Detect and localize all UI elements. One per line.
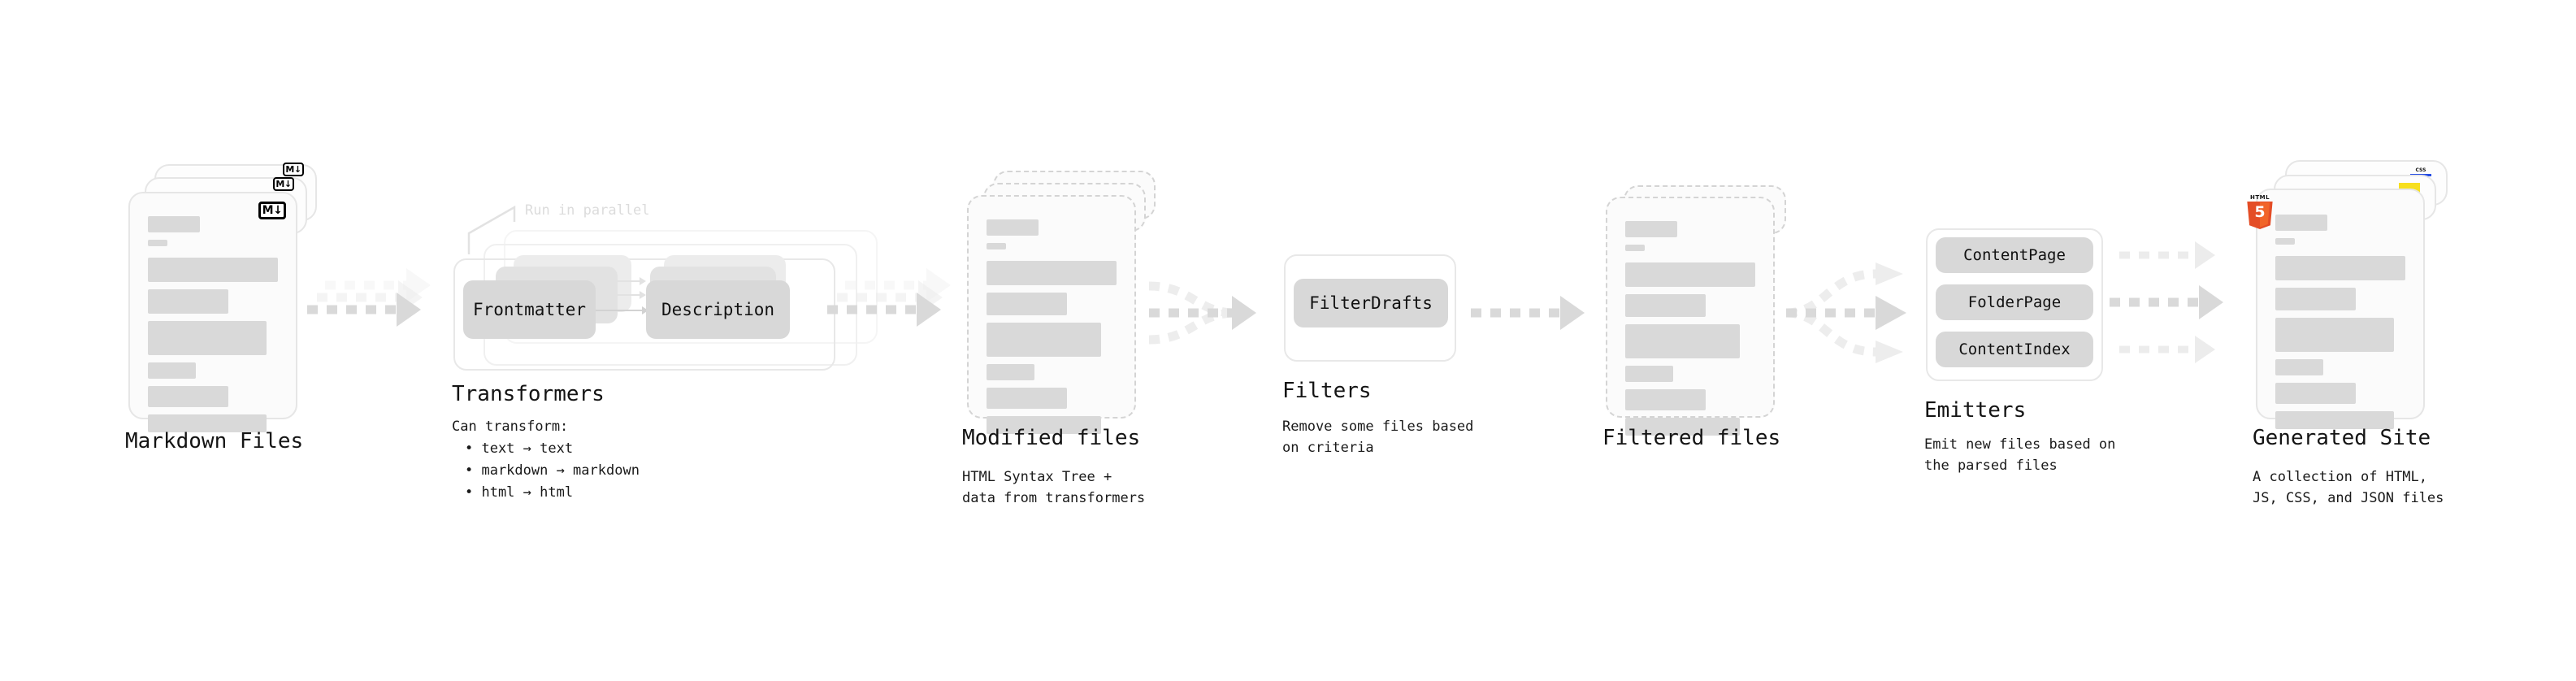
flow-arrow-4 [1471,296,1585,330]
content-bar [2275,288,2357,310]
flow-arrow-5-fan [1785,262,1906,363]
generated-site-card-html: HTML 5 [2247,189,2425,429]
content-bar [1625,389,1706,410]
filtered-files-title: Filtered files [1602,426,1781,450]
pill-folderpage[interactable]: FolderPage [1936,284,2093,320]
run-in-parallel-bracket [467,205,516,254]
generated-site-caption: A collection of HTML, JS, CSS, and JSON … [2253,469,2444,507]
emitters-group [1926,228,2103,381]
content-bar [148,414,267,432]
transformers-group [453,258,835,371]
content-bar [987,364,1035,380]
pill-frontmatter[interactable]: Frontmatter [463,280,596,339]
modified-file-content-bars [987,219,1117,441]
filtered-file-card-front [1606,197,1775,436]
flow-arrow-3 [1227,296,1256,330]
html5-wordmark: HTML [2249,194,2270,201]
content-bar [1625,418,1740,436]
flow-arrow-1 [307,293,421,327]
flow-arrow-6-mid [2110,285,2223,319]
filtered-file-content-bars [1625,221,1755,443]
content-bar [987,323,1101,357]
content-bar [148,362,197,379]
pill-description[interactable]: Description [646,280,790,339]
transformer-link-arrow-layer2 [597,290,646,300]
markdown-files-title: Markdown Files [125,429,304,453]
content-bar [2275,411,2394,429]
markdown-file-content-bars [148,216,278,440]
content-bar [2275,359,2324,375]
transformer-link-arrow-layer3 [597,276,646,286]
run-in-parallel-note: Run in parallel [525,202,650,219]
html5-shield-inner [2260,202,2270,228]
filters-title: Filters [1282,379,1372,403]
emitters-title: Emitters [1924,398,2027,423]
content-bar [2275,318,2394,352]
modified-file-card-front [967,195,1136,434]
transformers-bullet-3: • html → html [465,484,574,501]
html5-digit: 5 [2254,203,2266,221]
markdown-file-card-front: M↓ [128,192,297,432]
content-bar [148,240,167,246]
content-bar [987,219,1039,236]
content-bar [987,243,1006,249]
content-bar [1625,366,1674,382]
content-bar [148,258,278,282]
content-bar [2275,256,2405,280]
content-bar [2275,238,2295,245]
content-bar [1625,324,1740,358]
pill-contentindex[interactable]: ContentIndex [1936,332,2093,367]
html5-icon: HTML 5 [2246,194,2274,229]
content-bar [2275,383,2357,404]
flow-arrow-6-bottom [2119,333,2215,366]
flow-arrow-2 [827,293,941,327]
emitters-caption: Emit new files based on the parsed files [1924,436,2116,475]
content-bar [1625,245,1645,251]
content-bar [148,386,229,407]
content-bar [987,388,1068,409]
content-bar [987,293,1068,315]
content-bar [987,261,1117,285]
transformers-caption: Can transform: [452,419,569,435]
pill-filterdrafts[interactable]: FilterDrafts [1294,279,1448,327]
content-bar [1625,294,1706,317]
transformers-bullet-1: • text → text [465,440,574,457]
markdown-badge: M↓ [258,202,286,219]
transformers-title: Transformers [452,382,605,406]
content-bar [148,321,267,355]
content-bar [148,216,200,232]
filters-caption: Remove some files based on criteria [1282,419,1474,457]
modified-files-caption: HTML Syntax Tree + data from transformer… [962,469,1146,507]
content-bar [987,416,1101,434]
markdown-badge-back2: M↓ [283,163,304,176]
content-bar [2275,215,2327,231]
pill-contentpage[interactable]: ContentPage [1936,237,2093,273]
modified-files-title: Modified files [962,426,1141,450]
transformer-link-arrow [593,306,648,315]
flow-arrow-3-converge [1148,281,1236,345]
content-bar [148,289,229,314]
markdown-badge-back1: M↓ [273,177,294,191]
flow-arrow-6-top [2119,239,2215,271]
content-bar [1625,221,1677,237]
content-bar [1625,262,1755,287]
filters-group [1284,254,1456,362]
transformers-bullet-2: • markdown → markdown [465,462,640,479]
generated-site-title: Generated Site [2253,426,2431,450]
generated-site-content-bars [2275,215,2405,436]
